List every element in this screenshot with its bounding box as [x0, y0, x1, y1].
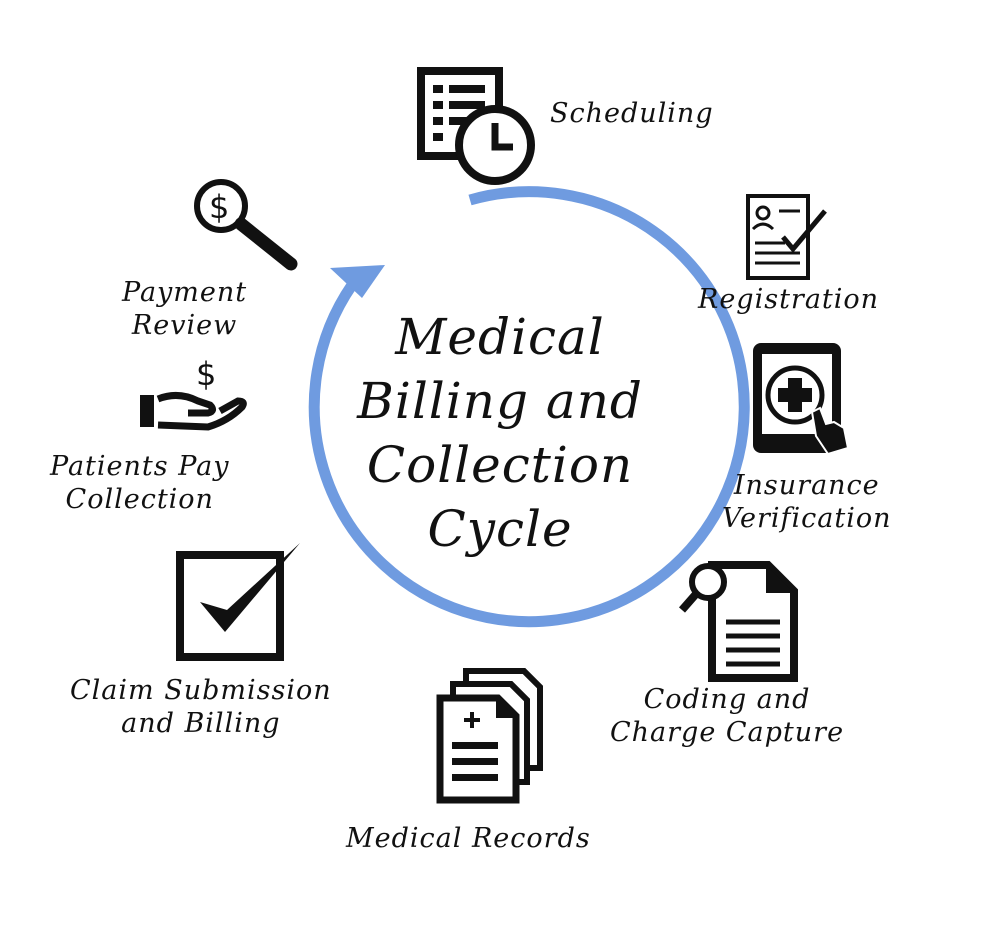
title-line: Billing and: [357, 372, 643, 430]
svg-text:$: $: [196, 355, 216, 393]
step-label-insurance-verification: Insurance Verification: [722, 469, 892, 535]
title-line: Cycle: [427, 500, 573, 558]
svg-text:$: $: [209, 188, 229, 226]
label-line: Patients Pay: [50, 451, 230, 482]
label-line: Collection: [65, 484, 214, 515]
label-line: Payment: [122, 277, 248, 308]
calendar-clock-icon: [417, 67, 535, 185]
tablet-medical-cross-icon: [753, 343, 850, 456]
label-line: Registration: [698, 284, 880, 315]
label-line: Scheduling: [550, 98, 714, 129]
label-line: Review: [131, 310, 238, 341]
step-label-registration: Registration: [698, 283, 879, 316]
hand-dollar-icon: $: [140, 355, 247, 431]
step-label-claim-submission: Claim Submission and Billing: [70, 674, 332, 740]
step-label-scheduling: Scheduling: [550, 97, 714, 130]
title-line: Medical: [395, 308, 605, 366]
dollar-magnifier-icon: $: [194, 179, 298, 271]
step-label-coding-charge-capture: Coding and Charge Capture: [610, 683, 844, 749]
title-line: Collection: [366, 436, 634, 494]
label-line: and Billing: [121, 708, 281, 739]
medical-documents-icon: [436, 668, 543, 804]
label-line: Coding and: [643, 684, 811, 715]
checkbox-checkmark-icon: [176, 543, 300, 661]
step-label-patients-pay-collection: Patients Pay Collection: [50, 450, 230, 516]
registration-form-icon: [746, 194, 827, 280]
step-label-payment-review: Payment Review: [122, 276, 247, 342]
step-label-medical-records: Medical Records: [346, 822, 591, 855]
label-line: Insurance: [733, 470, 880, 501]
label-line: Verification: [722, 503, 892, 534]
diagram-title: Medical Billing and Collection Cycle: [300, 305, 700, 561]
document-magnifier-icon: [678, 561, 798, 682]
label-line: Medical Records: [346, 823, 591, 854]
label-line: Claim Submission: [70, 675, 332, 706]
label-line: Charge Capture: [610, 717, 845, 748]
